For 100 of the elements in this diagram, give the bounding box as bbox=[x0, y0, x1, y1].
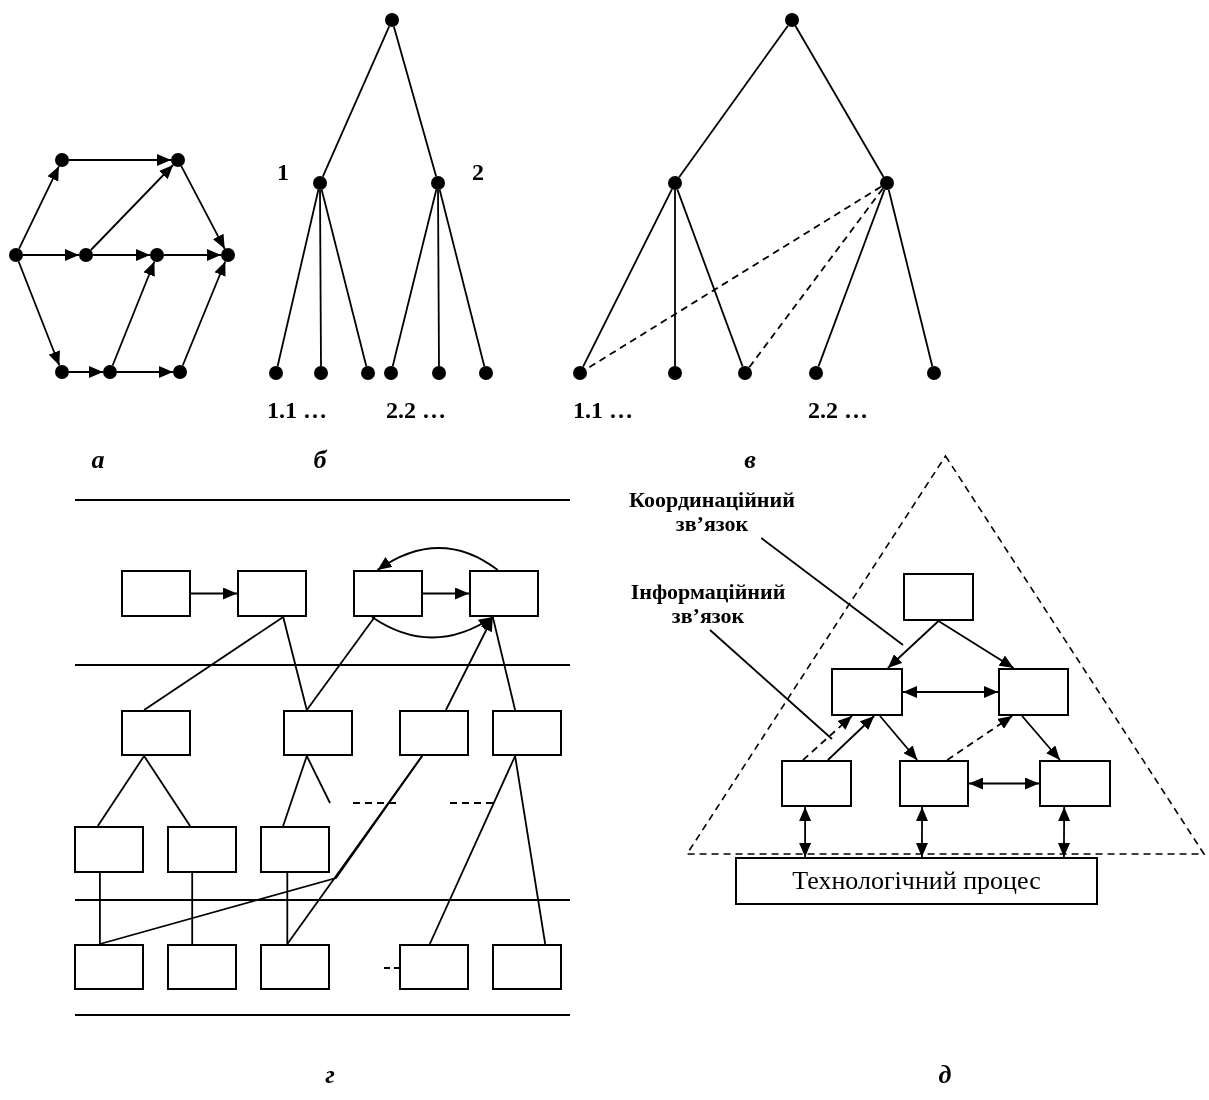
arrow bbox=[376, 547, 499, 571]
arrow bbox=[1058, 806, 1071, 858]
vertex-dot bbox=[668, 176, 682, 190]
arrow bbox=[802, 715, 853, 761]
empty-box bbox=[121, 570, 191, 617]
connector-line bbox=[320, 188, 368, 368]
connector-line bbox=[393, 25, 437, 178]
arrow bbox=[180, 165, 226, 250]
node-caption: 1 bbox=[277, 158, 289, 186]
vertex-dot bbox=[927, 366, 941, 380]
callout-label: Координаційний зв’язок bbox=[600, 486, 824, 538]
arrow bbox=[111, 260, 156, 367]
connector-line bbox=[674, 189, 676, 367]
connector-line bbox=[282, 616, 308, 711]
arrow bbox=[92, 249, 151, 261]
panel-letter: г bbox=[325, 1060, 335, 1090]
arrow bbox=[371, 616, 494, 639]
arrow bbox=[887, 620, 940, 669]
arrow bbox=[17, 260, 61, 367]
connector-line bbox=[191, 872, 194, 945]
callout-label: Інформаційний зв’язок bbox=[606, 578, 810, 630]
connector-line bbox=[438, 188, 486, 368]
arrow bbox=[937, 620, 1015, 669]
box-label: Технологічний процес bbox=[792, 866, 1041, 896]
connector-line bbox=[887, 188, 934, 368]
empty-box bbox=[469, 570, 539, 617]
vertex-dot bbox=[479, 366, 493, 380]
empty-box bbox=[1039, 760, 1111, 807]
vertex-dot bbox=[314, 366, 328, 380]
connector-line bbox=[678, 24, 789, 179]
empty-box bbox=[998, 668, 1069, 716]
node-caption: 1.1 … bbox=[267, 396, 327, 424]
empty-box bbox=[167, 826, 237, 873]
node-caption: 2 bbox=[472, 158, 484, 186]
arrow bbox=[445, 616, 494, 711]
arrow bbox=[22, 249, 80, 261]
arrow bbox=[116, 366, 174, 378]
leader-line bbox=[760, 537, 904, 646]
connector-line bbox=[319, 189, 322, 367]
connector-line bbox=[143, 616, 285, 711]
vertex-dot bbox=[171, 153, 185, 167]
connector-line bbox=[437, 189, 440, 367]
vertex-dot bbox=[785, 13, 799, 27]
connector-line bbox=[794, 25, 885, 178]
empty-box bbox=[899, 760, 969, 807]
arrow bbox=[422, 587, 470, 600]
node-caption: 2.2 … bbox=[386, 396, 446, 424]
vertex-dot bbox=[738, 366, 752, 380]
empty-box bbox=[399, 944, 469, 990]
arrow bbox=[879, 715, 919, 761]
arrow bbox=[181, 260, 227, 367]
empty-box bbox=[903, 573, 974, 621]
vertex-dot bbox=[668, 366, 682, 380]
arrow bbox=[915, 806, 929, 858]
process-box bbox=[735, 857, 1098, 905]
vertex-dot bbox=[880, 176, 894, 190]
vertex-dot bbox=[9, 248, 23, 262]
panel-letter: д bbox=[938, 1060, 952, 1090]
node-caption: 2.2 … bbox=[808, 396, 868, 424]
empty-box bbox=[237, 570, 307, 617]
node-caption: 1.1 … bbox=[573, 396, 633, 424]
vertex-dot bbox=[313, 176, 327, 190]
empty-box bbox=[74, 944, 144, 990]
dashed-line bbox=[748, 187, 884, 369]
empty-box bbox=[167, 944, 237, 990]
arrow bbox=[946, 715, 1014, 761]
empty-box bbox=[399, 710, 469, 756]
vertex-dot bbox=[79, 248, 93, 262]
vertex-dot bbox=[55, 365, 69, 379]
connector-line bbox=[305, 616, 376, 711]
empty-box bbox=[831, 668, 903, 716]
arrow bbox=[90, 164, 174, 251]
arrow bbox=[1021, 715, 1061, 761]
vertex-dot bbox=[150, 248, 164, 262]
panel-letter: б bbox=[313, 445, 327, 475]
connector-line bbox=[391, 188, 438, 368]
vertex-dot bbox=[361, 366, 375, 380]
arrow bbox=[799, 806, 812, 858]
vertex-dot bbox=[573, 366, 587, 380]
vertex-dot bbox=[221, 248, 235, 262]
connector-line bbox=[99, 872, 101, 945]
connector-line bbox=[143, 755, 191, 827]
arrow bbox=[163, 249, 222, 261]
empty-box bbox=[74, 826, 144, 873]
arrow bbox=[68, 154, 172, 166]
arrow bbox=[190, 587, 238, 600]
arrow bbox=[902, 686, 999, 698]
empty-box bbox=[260, 944, 330, 990]
vertex-dot bbox=[385, 13, 399, 27]
vertex-dot bbox=[173, 365, 187, 379]
connector-line bbox=[676, 188, 744, 368]
connector-line bbox=[286, 755, 423, 945]
arrow bbox=[827, 715, 876, 761]
connector-line bbox=[282, 755, 308, 827]
connector-line bbox=[491, 616, 516, 711]
empty-box bbox=[121, 710, 191, 756]
connector-line bbox=[96, 755, 145, 827]
vertex-dot bbox=[103, 365, 117, 379]
connector-line bbox=[286, 872, 289, 945]
vertex-dot bbox=[269, 366, 283, 380]
